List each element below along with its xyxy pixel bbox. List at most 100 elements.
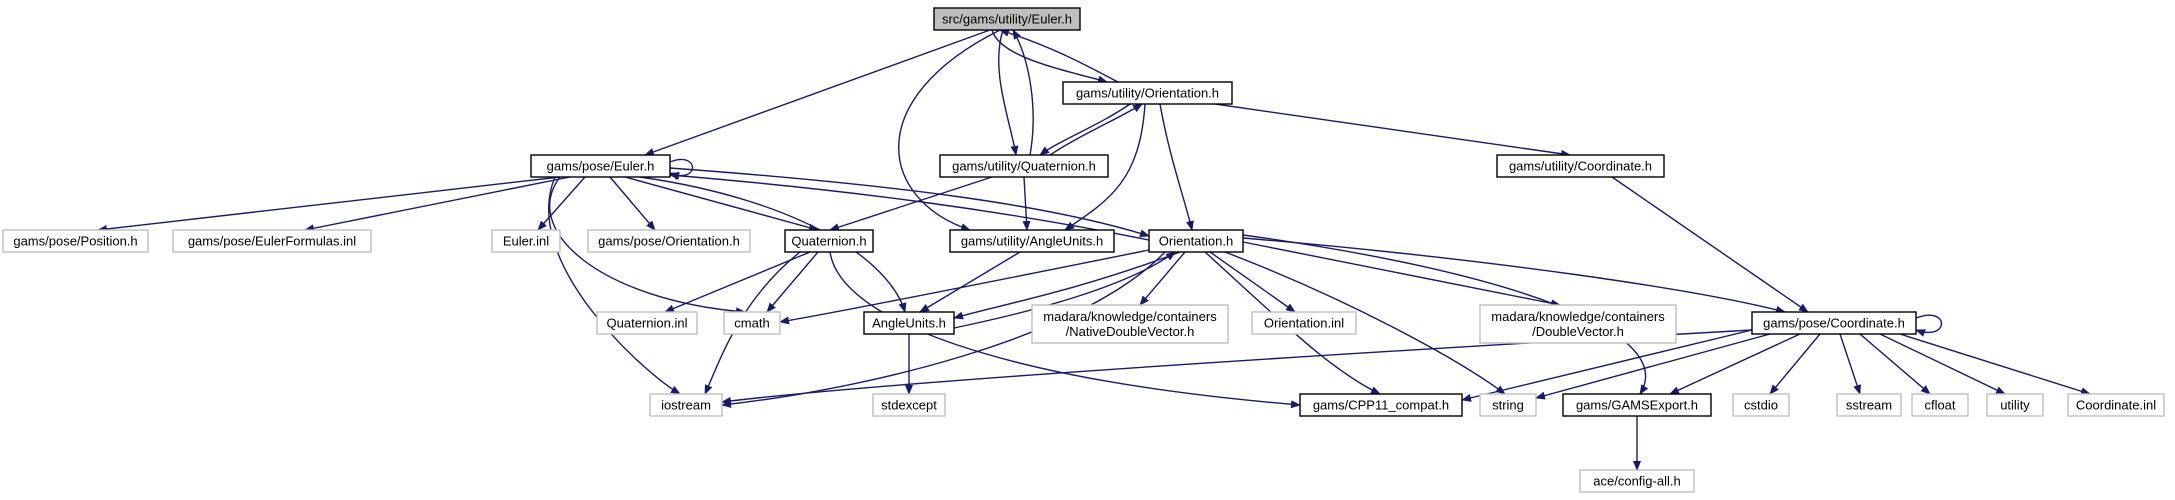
edge-util_quat-to-root <box>1012 29 1034 156</box>
edge-pose_coord-to-cfloat <box>1859 333 1931 395</box>
node-iostream: iostream <box>649 393 723 417</box>
node-cpp11[interactable]: gams/CPP11_compat.h <box>1299 393 1463 417</box>
edge-pose_euler-to-iostream <box>548 176 681 395</box>
node-box <box>596 311 698 335</box>
node-label: ace/config-all.h <box>1593 474 1680 489</box>
edge-orient-to-native_dv <box>1139 251 1186 306</box>
edge-angle-to-orient <box>953 251 1176 329</box>
node-label: gams/utility/Quaternion.h <box>952 159 1096 174</box>
node-euler-inl: Euler.inl <box>491 229 561 253</box>
node-util-coord[interactable]: gams/utility/Coordinate.h <box>1496 154 1665 178</box>
node-pose-orient: gams/pose/Orientation.h <box>587 229 751 253</box>
node-box <box>2067 393 2165 417</box>
node-box <box>491 229 561 253</box>
node-label: cmath <box>734 316 769 331</box>
edge-orient-to-pose_euler <box>669 171 1150 241</box>
node-root[interactable]: src/gams/utility/Euler.h <box>933 7 1081 31</box>
edge-pose_coord-to-utility <box>1879 333 2006 395</box>
node-label: sstream <box>1846 398 1892 413</box>
edge-root-to-pose_euler <box>644 29 991 156</box>
node-box <box>933 7 1081 31</box>
node-label: gams/CPP11_compat.h <box>1313 398 1449 413</box>
edge-pose_euler-to-euler_inl <box>537 176 586 231</box>
node-label: /DoubleVector.h <box>1532 324 1624 339</box>
node-label: gams/utility/Orientation.h <box>1076 86 1219 101</box>
node-layer: src/gams/utility/Euler.h gams/utility/Ori… <box>2 7 2165 493</box>
edge-pose_euler-to-pose_position <box>97 176 561 233</box>
node-box <box>1299 393 1463 417</box>
node-box <box>172 229 372 253</box>
node-box <box>1479 304 1677 344</box>
node-cfloat: cfloat <box>1911 393 1969 417</box>
node-label: gams/pose/Coordinate.h <box>1763 316 1905 331</box>
edge-pose_euler-to-pose_orient <box>609 176 656 231</box>
node-label: gams/pose/Euler.h <box>547 159 655 174</box>
node-label: iostream <box>661 398 711 413</box>
edge-util_orient-to-util_quat <box>1039 103 1131 156</box>
node-euler-formulas: gams/pose/EulerFormulas.inl <box>172 229 372 253</box>
node-native-dv: madara/knowledge/containers/NativeDouble… <box>1031 304 1229 344</box>
node-double-vec: madara/knowledge/containers/DoubleVector… <box>1479 304 1677 344</box>
node-label: gams/pose/Orientation.h <box>598 234 740 249</box>
node-label: gams/pose/Position.h <box>13 234 137 249</box>
node-box <box>939 154 1109 178</box>
node-label: gams/pose/EulerFormulas.inl <box>188 234 356 249</box>
node-label: Coordinate.inl <box>2076 398 2156 413</box>
node-box <box>1496 154 1665 178</box>
edge-root-to-util_quat <box>998 29 1019 156</box>
node-util-quat[interactable]: gams/utility/Quaternion.h <box>939 154 1109 178</box>
node-angle[interactable]: AngleUnits.h <box>863 311 955 335</box>
node-label: Quaternion.h <box>791 234 866 249</box>
edge-orient-to-cmath <box>779 249 1150 325</box>
edge-util_quat-to-util_angle <box>1022 176 1031 231</box>
node-label: utility <box>2000 398 2030 413</box>
edge-layer <box>97 28 2091 471</box>
node-orient[interactable]: Orientation.h <box>1148 229 1244 253</box>
edge-orient-to-iostream <box>721 251 1166 409</box>
node-box <box>872 393 946 417</box>
node-box <box>1751 311 1917 335</box>
node-box <box>1148 229 1244 253</box>
edge-util_coord-to-pose_coord <box>1611 176 1809 313</box>
node-label: Euler.inl <box>503 234 549 249</box>
node-pose-coord[interactable]: gams/pose/Coordinate.h <box>1751 311 1917 335</box>
node-pose-position: gams/pose/Position.h <box>2 229 149 253</box>
edge-util_quat-to-util_orient <box>1049 103 1143 156</box>
node-box <box>1031 304 1229 344</box>
node-util-orient[interactable]: gams/utility/Orientation.h <box>1062 81 1233 105</box>
node-box <box>1062 81 1233 105</box>
edge-pose_coord-to-cpp11 <box>1461 329 1753 402</box>
node-orient-inl: Orientation.inl <box>1251 311 1357 335</box>
edge-orient-to-pose_coord <box>1242 237 1786 314</box>
edge-util_quat-to-quat <box>829 176 993 232</box>
node-gamsexport[interactable]: gams/GAMSExport.h <box>1562 393 1712 417</box>
edge-util_orient-to-util_coord <box>1214 103 1571 158</box>
edge-pose_euler-to-pose_euler <box>669 158 694 181</box>
node-label: string <box>1492 398 1524 413</box>
edge-pose_coord-to-gamsexport <box>1669 333 1801 395</box>
edge-orient-to-double_vec <box>1242 241 1561 308</box>
node-label: src/gams/utility/Euler.h <box>942 12 1072 27</box>
edge-util_angle-to-angle <box>919 251 1021 313</box>
node-label: gams/utility/Coordinate.h <box>1509 159 1652 174</box>
node-utility: utility <box>1986 393 2044 417</box>
edge-quat-to-cmath <box>766 251 819 313</box>
node-label: madara/knowledge/containers <box>1043 309 1217 324</box>
node-label: /NativeDoubleVector.h <box>1066 324 1195 339</box>
node-util-angle[interactable]: gams/utility/AngleUnits.h <box>949 229 1115 253</box>
edge-pose_euler-to-euler_formulas <box>304 176 571 233</box>
node-label: Quaternion.inl <box>607 316 688 331</box>
node-coord-inl: Coordinate.inl <box>2067 393 2165 417</box>
node-box <box>1562 393 1712 417</box>
node-box <box>1732 393 1790 417</box>
edge-pose_coord-to-pose_coord <box>1915 314 1942 337</box>
node-pose-euler[interactable]: gams/pose/Euler.h <box>530 154 671 178</box>
edge-quat-to-cpp11 <box>829 251 1301 409</box>
edge-orient-to-string <box>1224 251 1506 395</box>
node-box <box>1986 393 2044 417</box>
node-quat[interactable]: Quaternion.h <box>784 229 874 253</box>
edge-root-to-util_angle <box>898 29 1001 231</box>
node-label: madara/knowledge/containers <box>1491 309 1665 324</box>
node-label: gams/GAMSExport.h <box>1576 398 1698 413</box>
